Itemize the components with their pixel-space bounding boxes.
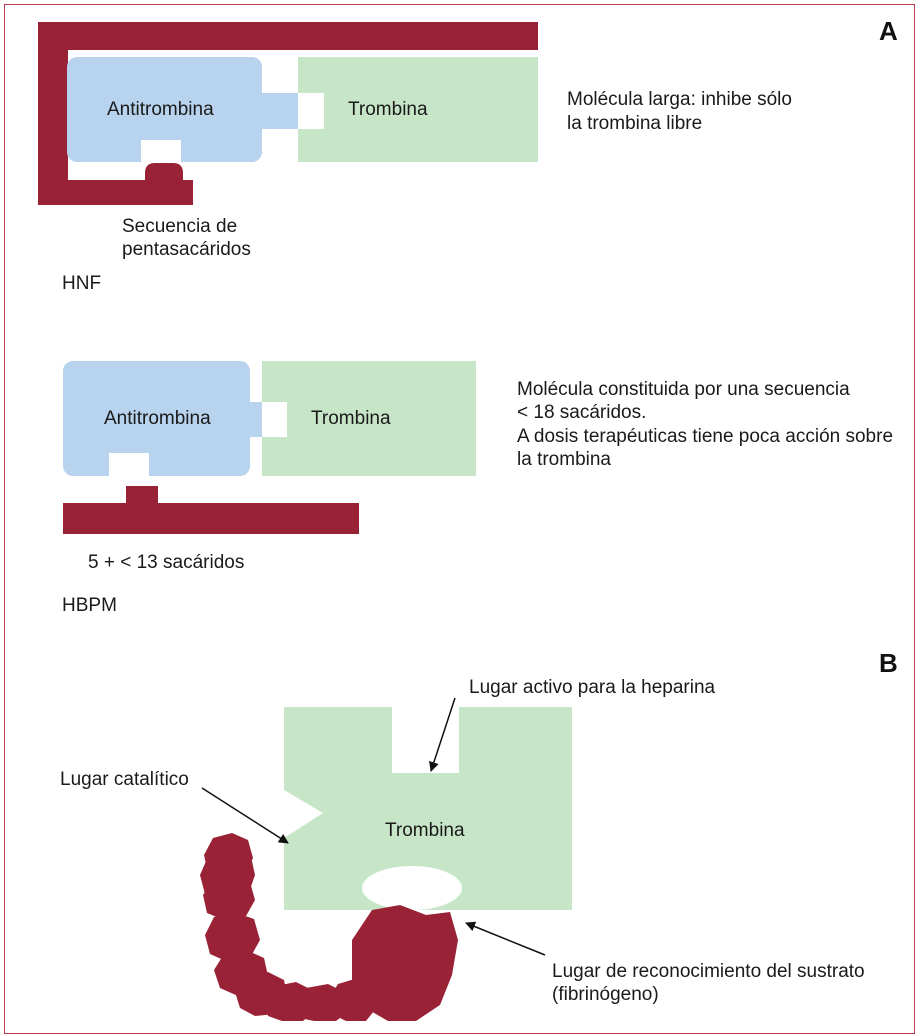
hnf-description-line1: Molécula larga: inhibe sólo: [567, 89, 792, 110]
hbpm-antithrombin: [63, 361, 250, 476]
hnf-antithrombin-arm: [262, 93, 300, 129]
hbpm-description-line3: A dosis terapéuticas tiene poca acción s…: [517, 426, 893, 447]
substrate-site-arrow: [465, 921, 546, 956]
hnf-antithrombin-label: Antitrombina: [107, 99, 214, 120]
chain-segment: [203, 875, 255, 920]
fibrinogen-chain: [200, 833, 458, 1021]
hbpm-pentasaccharide-notch: [109, 453, 149, 477]
hnf-heparin-chain: [38, 22, 538, 205]
hnf-pentasaccharide-label-line1: Secuencia de: [122, 216, 237, 237]
chain-segment: [205, 912, 260, 962]
chain-segment: [352, 905, 458, 1021]
hnf-thrombin: [298, 57, 538, 162]
heparin-site-label: Lugar activo para la heparina: [469, 677, 716, 698]
hbpm-heparin-chain: [63, 486, 359, 534]
heparin-site-arrow: [429, 697, 456, 772]
hbpm-thrombin-label: Trombina: [311, 408, 391, 429]
hbpm-type-label: HBPM: [62, 595, 117, 616]
thrombin-b-label: Trombina: [385, 820, 465, 841]
catalytic-site-arrow: [201, 787, 289, 844]
substrate-recognition-site: [362, 866, 462, 910]
hbpm-description-line4: la trombina: [517, 449, 611, 470]
hnf-antithrombin: [67, 57, 262, 162]
hbpm-complex: Antitrombina Trombina: [63, 361, 476, 534]
hbpm-saccharides-label: 5 + < 13 sacáridos: [88, 552, 244, 573]
hbpm-description-line1: Molécula constituida por una secuencia: [517, 379, 850, 400]
hbpm-antithrombin-label: Antitrombina: [104, 408, 211, 429]
hnf-pentasaccharide-bump: [145, 163, 183, 181]
thrombin-structure: Trombina: [284, 707, 572, 910]
hnf-description-line2: la trombina libre: [567, 113, 702, 134]
catalytic-site-label: Lugar catalítico: [60, 769, 189, 790]
hnf-binding-gap: [298, 93, 324, 129]
thrombin-body: [284, 707, 572, 910]
hbpm-description-line2: < 18 sacáridos.: [517, 402, 646, 423]
panel-letter-b: B: [879, 648, 898, 678]
hbpm-binding-gap: [262, 402, 287, 437]
hnf-thrombin-label: Trombina: [348, 99, 428, 120]
hnf-pentasaccharide-notch: [141, 140, 181, 163]
hbpm-thrombin: [262, 361, 476, 476]
substrate-site-label-line2: (fibrinógeno): [552, 984, 659, 1005]
hnf-type-label: HNF: [62, 273, 101, 294]
substrate-site-label-line1: Lugar de reconocimiento del sustrato: [552, 961, 865, 982]
chain-segment: [204, 833, 253, 880]
hnf-pentasaccharide-label-line2: pentasacáridos: [122, 239, 251, 260]
hnf-complex: Antitrombina Trombina: [38, 22, 538, 205]
panel-letter-a: A: [879, 16, 898, 46]
